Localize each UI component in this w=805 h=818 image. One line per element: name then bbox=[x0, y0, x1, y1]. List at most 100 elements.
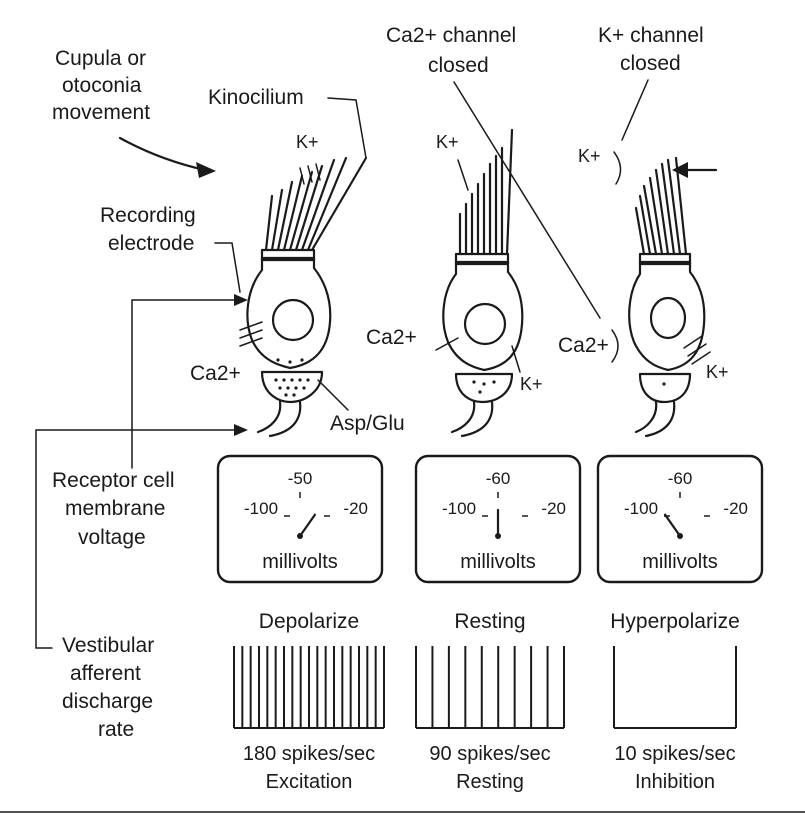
ca-channel-label-2: closed bbox=[428, 54, 489, 77]
state-effect-label: Excitation bbox=[266, 771, 353, 793]
meter-unit-label: millivolts bbox=[262, 551, 338, 573]
state-effect-label: Resting bbox=[456, 771, 524, 793]
meter-frame bbox=[596, 454, 764, 584]
afferent-connector-arrowhead bbox=[234, 424, 248, 436]
vestibular-label-2: afferent bbox=[70, 662, 141, 685]
vestibular-label-1: Vestibular bbox=[62, 634, 154, 657]
k-channel-label-2: closed bbox=[620, 52, 681, 75]
afferent-rate-connector bbox=[35, 429, 239, 649]
spike-rate-label: 180 spikes/sec bbox=[243, 743, 375, 765]
afferent-fiber-hyperpolarize bbox=[634, 400, 676, 438]
cupula-label-2: otoconia bbox=[62, 74, 142, 97]
hair-cell-hyperpolarize: K+ Ca2+ K+ bbox=[558, 146, 729, 438]
neurotransmitter-label: Asp/Glu bbox=[330, 412, 405, 435]
ca-label-cell1: Ca2+ bbox=[190, 362, 241, 385]
nucleus-resting bbox=[463, 302, 507, 346]
state-title: Hyperpolarize bbox=[610, 610, 740, 633]
afferent-terminal-depolarize bbox=[260, 370, 324, 404]
k-leader-cell2 bbox=[457, 159, 469, 191]
ca-channel-closed-mark bbox=[611, 329, 619, 363]
state-effect-label: Inhibition bbox=[635, 771, 715, 793]
meter-unit-label: millivolts bbox=[460, 551, 536, 573]
ca-channel-leader-line bbox=[453, 81, 601, 319]
meter-pivot bbox=[297, 533, 303, 539]
ca-label-cell2: Ca2+ bbox=[366, 326, 417, 349]
afferent-terminal-resting bbox=[454, 372, 514, 404]
push-arrow-head bbox=[672, 162, 688, 178]
spike-rate-label: 90 spikes/sec bbox=[429, 743, 550, 765]
k-channel-closed-mark bbox=[613, 151, 622, 185]
ca-entry-marks bbox=[239, 321, 263, 347]
vesicles-resting bbox=[472, 380, 496, 394]
cupula-label-1: Cupula or bbox=[55, 47, 146, 70]
stereocilia-depolarize bbox=[264, 156, 368, 252]
meter-top-tick: -60 bbox=[486, 469, 511, 488]
k-plus-out-cell3: K+ bbox=[706, 362, 729, 382]
meter-left-tick: -100 bbox=[442, 499, 476, 518]
meter-needle bbox=[298, 513, 317, 538]
stereocilia-resting bbox=[458, 128, 514, 256]
cupula-arrow-shaft bbox=[118, 136, 207, 172]
meter-right-tick: -20 bbox=[343, 499, 368, 518]
meter-needle bbox=[663, 513, 682, 538]
membrane-connector-arrowhead bbox=[234, 294, 248, 306]
cuticular-plate-depolarize bbox=[260, 248, 316, 262]
k-plus-cell3: K+ bbox=[578, 146, 601, 166]
ca-marker-cell2 bbox=[435, 337, 459, 351]
afferent-fiber-resting bbox=[450, 400, 494, 438]
meter-unit-label: millivolts bbox=[642, 551, 718, 573]
k-entry-marks bbox=[299, 163, 321, 185]
k-marker-cell2 bbox=[511, 345, 521, 373]
receptor-label-2: membrane bbox=[65, 497, 165, 520]
meter-pivot bbox=[495, 533, 501, 539]
spike-rate-label: 10 spikes/sec bbox=[614, 743, 735, 765]
vesicles-depolarize bbox=[274, 358, 310, 397]
afferent-terminal-hyperpolarize bbox=[638, 372, 692, 404]
meter-2: -60 -100 -20 millivolts bbox=[414, 454, 582, 584]
ca-channel-label-1: Ca2+ channel bbox=[386, 24, 516, 47]
meter-right-tick: -20 bbox=[723, 499, 748, 518]
receptor-label-3: voltage bbox=[78, 526, 146, 549]
ca-label-cell3: Ca2+ bbox=[558, 334, 609, 357]
cuticular-plate-hyperpolarize bbox=[638, 252, 692, 266]
hair-cell-depolarize: K+ Ca2+ Asp/Glu bbox=[190, 132, 405, 438]
meter-top-tick: -50 bbox=[288, 469, 313, 488]
vestibular-label-4: rate bbox=[98, 718, 134, 741]
k-exit-marks bbox=[683, 335, 711, 365]
k-plus-cell2: K+ bbox=[436, 132, 459, 152]
kinocilium-leader-line bbox=[327, 97, 367, 159]
cuticular-plate-resting bbox=[454, 252, 510, 266]
state-title: Depolarize bbox=[259, 610, 359, 633]
meter-pivot bbox=[677, 533, 683, 539]
vesicle-hyperpolarize bbox=[662, 382, 666, 386]
k-plus-out-cell2: K+ bbox=[520, 374, 543, 394]
membrane-voltage-connector bbox=[131, 299, 241, 469]
kinocilium-label: Kinocilium bbox=[208, 86, 304, 109]
meter-3: -60 -100 -20 millivolts bbox=[596, 454, 764, 584]
receptor-label-1: Receptor cell bbox=[52, 469, 175, 492]
meter-right-tick: -20 bbox=[541, 499, 566, 518]
meter-left-tick: -100 bbox=[624, 499, 658, 518]
cupula-arrow-head bbox=[196, 162, 216, 178]
cell-body-hyperpolarize bbox=[628, 260, 706, 372]
nucleus-depolarize bbox=[271, 298, 315, 342]
vestibular-label-3: discharge bbox=[62, 690, 153, 713]
hair-cell-resting: K+ Ca2+ K+ bbox=[366, 128, 543, 438]
voltage-meters: -50 -100 -20 millivolts -60 -100 -20 millivolts… bbox=[216, 454, 764, 584]
asp-glu-leader-line bbox=[317, 379, 349, 411]
cupula-label-3: movement bbox=[52, 101, 150, 124]
cell-body-resting bbox=[442, 260, 524, 372]
k-plus-cell1: K+ bbox=[296, 132, 319, 152]
meter-top-tick: -60 bbox=[668, 469, 693, 488]
stereocilia-hyperpolarize bbox=[634, 156, 688, 256]
nucleus-hyperpolarize bbox=[649, 296, 687, 340]
meter-frame bbox=[216, 454, 384, 584]
state-title: Resting bbox=[454, 610, 525, 633]
